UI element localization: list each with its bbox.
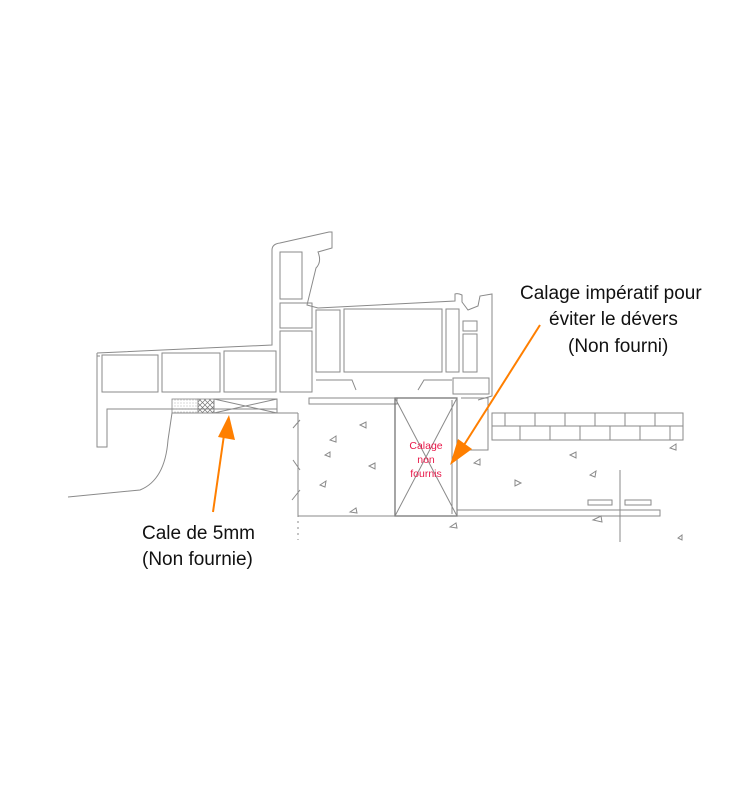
center-note: Calage non fournis (396, 439, 456, 481)
right-note-line1: Calage impératif pour (520, 283, 702, 304)
right-note-line2: éviter le dévers (549, 309, 678, 330)
center-note-line2: non (417, 454, 435, 466)
floor-tiles (491, 412, 684, 441)
ground-outline (67, 412, 298, 498)
sill-profile (96, 231, 493, 451)
center-note-line3: fournis (410, 468, 442, 480)
right-note-line3: (Non fourni) (568, 336, 669, 357)
center-note-line1: Calage (409, 440, 443, 452)
left-note-line2: (Non fournie) (142, 549, 253, 570)
shim-5mm (171, 398, 278, 414)
screed (448, 443, 683, 542)
left-note-line1: Cale de 5mm (142, 523, 255, 544)
arrow-shim (212, 415, 235, 513)
concrete-block (291, 413, 661, 540)
arrow-packing (450, 324, 541, 465)
